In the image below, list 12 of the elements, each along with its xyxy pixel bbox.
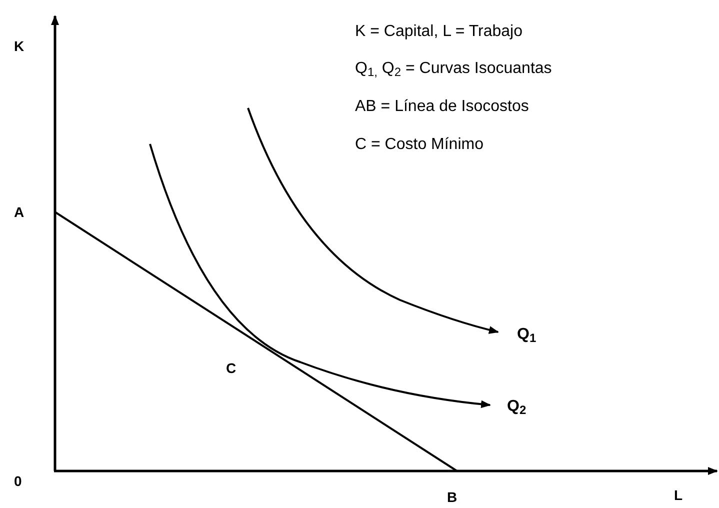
point-label: B bbox=[447, 489, 458, 506]
point-label: A bbox=[14, 204, 24, 222]
axis-label: K bbox=[14, 38, 24, 56]
origin-label: 0 bbox=[14, 473, 22, 490]
legend-note: Q$_{1,}$ Q$_{2}$ = Curvas Isocuantas bbox=[355, 59, 552, 79]
legend-note: K = Capital, L = Trabajo bbox=[355, 22, 523, 42]
curve-label: Q$_{2}$ bbox=[507, 397, 526, 417]
curve-label: Q$_{1}$ bbox=[517, 325, 536, 345]
legend-note: C = Costo Mínimo bbox=[355, 135, 484, 155]
point-label: C bbox=[226, 360, 236, 378]
legend-note: AB = Línea de Isocostos bbox=[355, 97, 529, 117]
axis-label: L bbox=[674, 487, 683, 504]
